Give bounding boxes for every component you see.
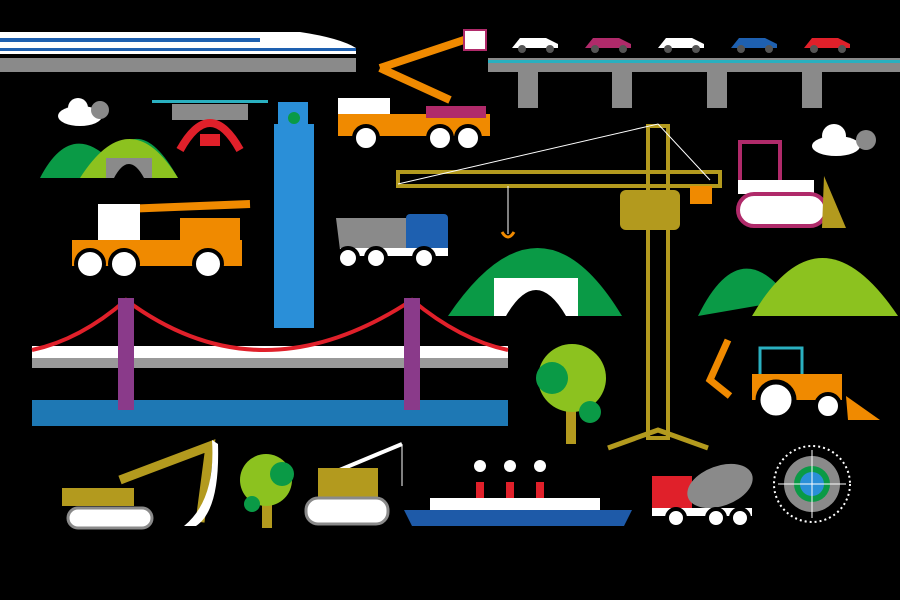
crane-truck xyxy=(72,200,251,280)
cloud-icon xyxy=(58,98,109,126)
compass-icon xyxy=(773,445,851,523)
car xyxy=(585,38,631,53)
glass-tower xyxy=(274,102,314,328)
bucket-truck xyxy=(338,29,490,152)
drone xyxy=(152,100,268,152)
tree xyxy=(240,454,294,528)
car xyxy=(804,38,850,53)
bulldozer xyxy=(736,140,846,228)
ship xyxy=(404,460,632,526)
tower-crane xyxy=(396,123,722,451)
excavator xyxy=(62,439,219,530)
bullet-train xyxy=(0,32,356,72)
hills-right xyxy=(698,258,898,316)
car xyxy=(512,38,558,53)
hills-tunnel-left xyxy=(40,138,178,178)
tree xyxy=(536,344,606,444)
car xyxy=(731,38,777,53)
backhoe-loader xyxy=(705,338,880,421)
dump-truck xyxy=(336,214,448,270)
elevated-highway xyxy=(488,38,900,108)
hill-tunnel-center xyxy=(448,248,622,316)
cement-mixer-truck xyxy=(652,463,753,529)
crawler-crane xyxy=(304,442,403,526)
suspension-bridge xyxy=(31,297,509,426)
cloud-icon xyxy=(812,124,876,156)
car xyxy=(658,38,704,53)
